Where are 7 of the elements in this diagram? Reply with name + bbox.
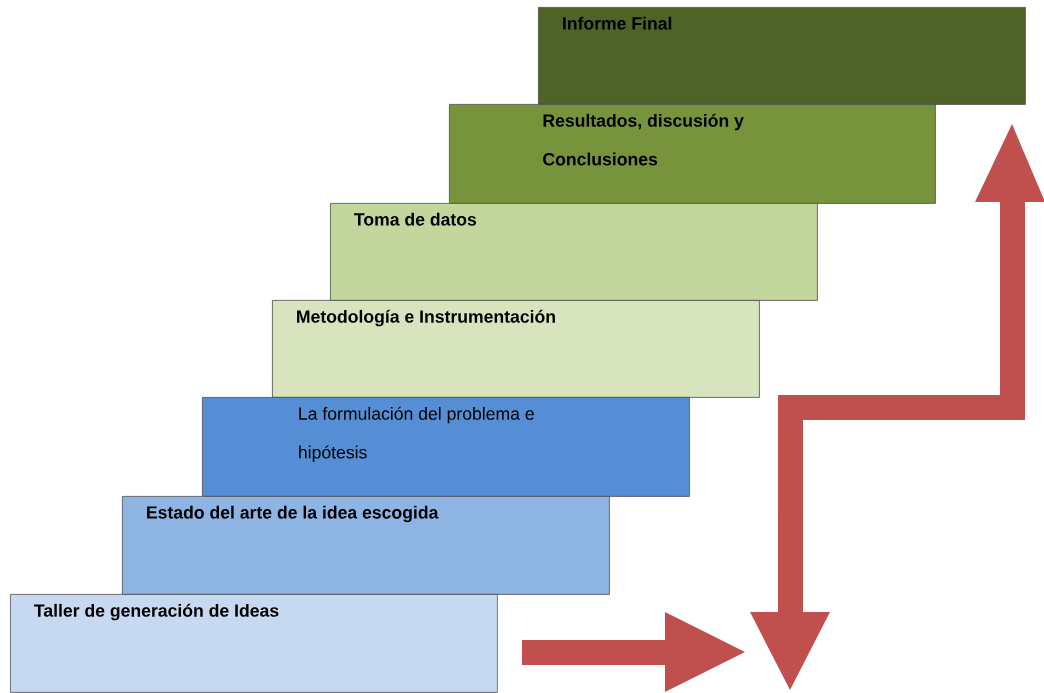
step-box: Resultados, discusión y Conclusiones: [449, 104, 936, 204]
step-box: La formulación del problema e hipótesis: [202, 397, 690, 497]
step-box: Metodología e Instrumentación: [272, 300, 760, 398]
step-box: Taller de generación de Ideas: [10, 594, 498, 693]
step-box: Toma de datos: [330, 203, 818, 301]
step-box: Informe Final: [538, 7, 1026, 105]
step-box: Estado del arte de la idea escogida: [122, 496, 610, 595]
